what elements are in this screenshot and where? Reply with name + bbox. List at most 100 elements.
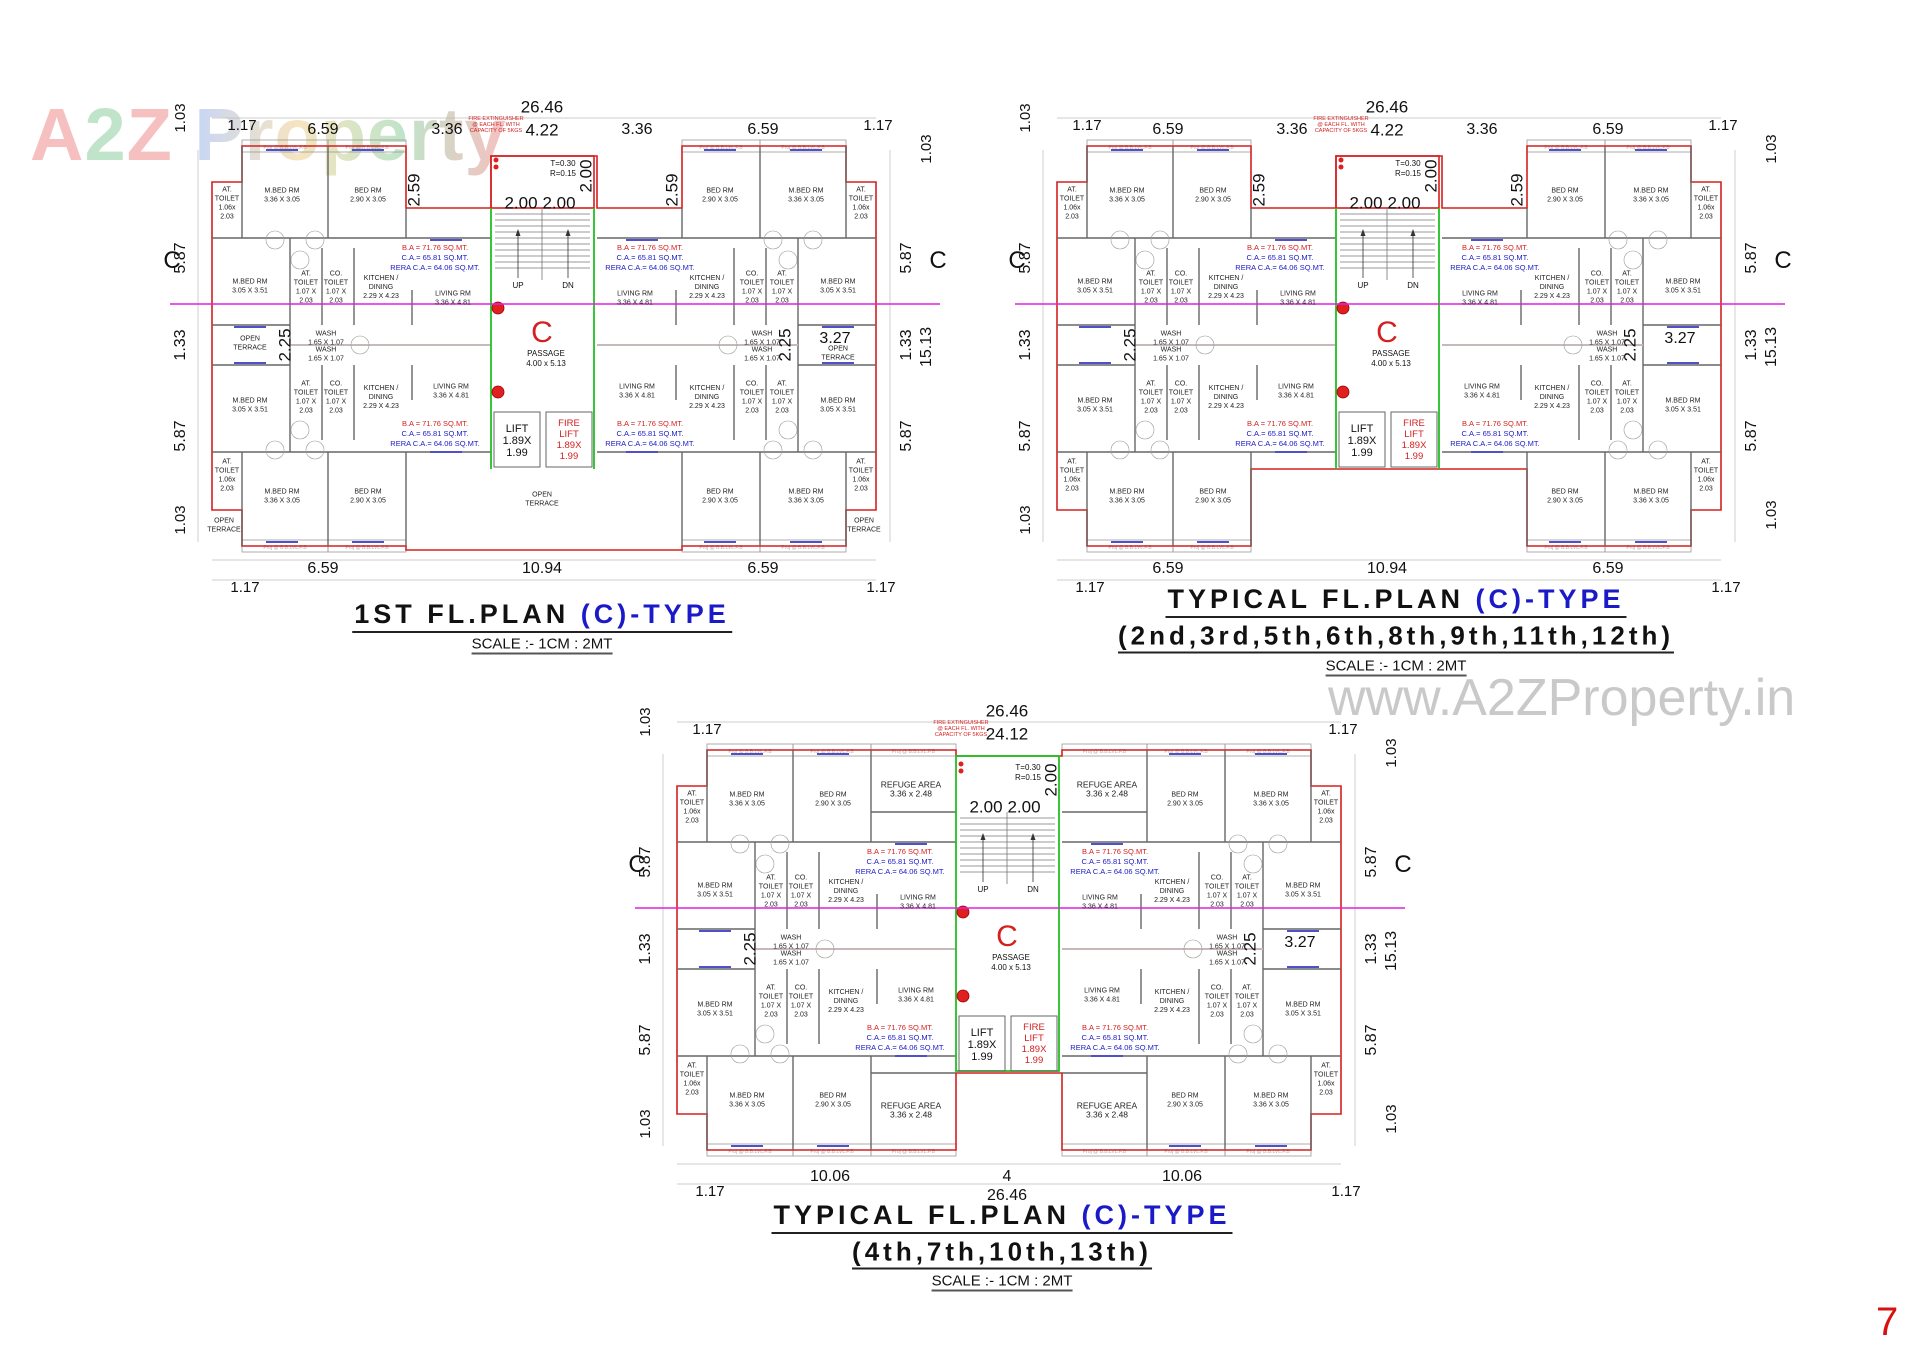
room-label-ll-cotoilet: TOILET <box>1169 390 1194 397</box>
room-label-lr-attoilet: TOILET <box>1235 994 1260 1001</box>
a2z-property-watermark-logo: A2Z Property <box>30 92 507 177</box>
projection-label: Proj @ B.B.LVL.F.B <box>728 749 772 755</box>
room-label-tr-mbed: M.BED RM <box>1254 792 1289 799</box>
carpet-area: C.A.= 65.81 SQ.MT. <box>867 857 934 866</box>
stair-tread-label: T=0.30 <box>1015 763 1041 772</box>
room-label-ur-mbed: M.BED RM <box>821 279 856 286</box>
dimension-right-103-b: 1.03 <box>1763 500 1780 529</box>
projection-label: Proj @ B.B.LVL.F.B <box>781 545 825 551</box>
projection-label: Proj @ B.B.LVL.F.B <box>1108 545 1152 551</box>
door-swing <box>1150 230 1170 250</box>
room-label-ul-living: 3.36 X 4.81 <box>435 300 471 307</box>
fire-lift-label: 1.89X <box>557 440 582 451</box>
dimension-right-total: 15.13 <box>918 327 935 367</box>
plan-scale-first-floor: SCALE :- 1CM : 2MT <box>471 635 613 655</box>
rera-carpet-area: RERA C.A.= 64.06 SQ.MT. <box>390 439 479 448</box>
room-label-ll-cotoilet: TOILET <box>324 390 349 397</box>
room-label-lr-living: 3.36 X 4.81 <box>1464 393 1500 400</box>
room-label-ur-attoilet: 1.07 X <box>1617 289 1638 296</box>
projection-label: Proj @ B.B.LVL.F.B <box>728 1149 772 1155</box>
room-label-tl-mbed: M.BED RM <box>265 188 300 195</box>
room-label-br-toilet: 1.06x <box>852 477 870 484</box>
lift-label: 1.89X <box>503 435 532 447</box>
room-label-bl-toilet: AT. <box>687 1063 697 1070</box>
dimension-left-103-b: 1.03 <box>637 1109 654 1138</box>
room-label-lr-kitchen: DINING <box>695 394 720 401</box>
room-label-ul-kitchen: KITCHEN / <box>1209 275 1244 282</box>
carpet-area: C.A.= 65.81 SQ.MT. <box>1462 429 1529 438</box>
fire-extinguisher-icon <box>1336 385 1350 399</box>
carpet-area: C.A.= 65.81 SQ.MT. <box>617 429 684 438</box>
stair-down-label: DN <box>1027 885 1039 894</box>
projection-label: Proj @ B.B.LVL.F.B <box>1083 1149 1127 1155</box>
room-label-ul-cotoilet: 2.03 <box>1174 298 1188 305</box>
room-label-ll-cotoilet: TOILET <box>789 994 814 1001</box>
door-swing <box>755 1024 775 1044</box>
room-label-ml-wash2: WASH <box>316 347 337 354</box>
room-label-tr-refuge: 3.36 x 2.48 <box>1086 789 1128 799</box>
room-label-ll-living: 3.36 X 4.81 <box>433 393 469 400</box>
outer-wall-right <box>1009 749 1342 1151</box>
room-label-tr-toilet: 2.03 <box>1319 818 1333 825</box>
room-label-ml-wash1: 1.65 X 1.07 <box>1153 340 1189 347</box>
dimension-top-117-r: 1.17 <box>1708 117 1737 134</box>
door-swing <box>1268 1044 1288 1064</box>
dimension-top-336-l: 3.36 <box>431 121 462 138</box>
door-swing <box>1243 854 1263 874</box>
room-label-ul-attoilet: AT. <box>766 875 776 882</box>
room-label-bl-bed: BED RM <box>354 489 381 496</box>
door-swing <box>1648 440 1668 460</box>
room-label-ll-attoilet: TOILET <box>1139 390 1164 397</box>
dimension-right-103-t: 1.03 <box>1383 738 1400 767</box>
room-label-ul-mbed: M.BED RM <box>233 279 268 286</box>
dimension-stair-h: 2.00 <box>1041 763 1060 796</box>
built-up-area: B.A = 71.76 SQ.MT. <box>867 847 933 856</box>
lift-label: 1.99 <box>1351 447 1372 459</box>
door-swing <box>763 440 783 460</box>
passage-label: PASSAGE <box>992 953 1030 962</box>
room-label-lr-kitchen: 2.29 X 4.23 <box>689 403 725 410</box>
room-label-lr-attoilet: 2.03 <box>775 408 789 415</box>
room-label-lr-mbed: M.BED RM <box>1286 1002 1321 1009</box>
room-label-tr-toilet: TOILET <box>1694 196 1719 203</box>
title-type: (C)-TYPE <box>580 599 730 629</box>
plan-subtitle-typical-a: (2nd,3rd,5th,6th,8th,9th,11th,12th) <box>1117 621 1675 654</box>
fire-extinguisher-note: @ EACH FL. WITH <box>1317 122 1364 128</box>
core-letter: C <box>996 920 1018 953</box>
logo-letter-2: 2 <box>84 93 127 176</box>
built-up-area: B.A = 71.76 SQ.MT. <box>402 243 468 252</box>
room-label-bl-bed: 2.90 X 3.05 <box>350 498 386 505</box>
fire-extinguisher-icon <box>491 385 505 399</box>
dimension-bot-c3: 4 <box>1003 1168 1012 1185</box>
dimension-right-587-t: 5.87 <box>898 242 915 273</box>
rera-carpet-area: RERA C.A.= 64.06 SQ.MT. <box>390 263 479 272</box>
dimension-stair-h: 2.00 <box>576 159 595 192</box>
room-label-ur-kitchen: KITCHEN / <box>1535 275 1570 282</box>
room-label-ur-kitchen: 2.29 X 4.23 <box>1154 897 1190 904</box>
carpet-area: C.A.= 65.81 SQ.MT. <box>1247 429 1314 438</box>
room-label-ll-attoilet: 2.03 <box>299 408 313 415</box>
room-label-lr-attoilet: 1.07 X <box>1237 1003 1258 1010</box>
room-label-ur-mbed: 3.05 X 3.51 <box>1285 892 1321 899</box>
fire-extinguisher-note: CAPACITY OF 5KGS <box>470 128 523 134</box>
room-label-br-toilet: AT. <box>1701 459 1711 466</box>
room-label-ll-mbed: M.BED RM <box>233 398 268 405</box>
built-up-area: B.A = 71.76 SQ.MT. <box>1082 1023 1148 1032</box>
room-label-ur-cotoilet: TOILET <box>740 280 765 287</box>
dimension-bot-total: 26.46 <box>987 1187 1027 1204</box>
room-label-br-toilet: TOILET <box>849 468 874 475</box>
room-label-br-bed: 2.90 X 3.05 <box>1547 498 1583 505</box>
room-label-br-toilet: 1.06x <box>1697 477 1715 484</box>
room-label-ul-kitchen: DINING <box>1214 284 1239 291</box>
fire-extinguisher-icon <box>491 301 505 315</box>
room-label-ll-cotoilet: 2.03 <box>1174 408 1188 415</box>
room-label-tr-toilet: 2.03 <box>1699 214 1713 221</box>
dimension-d225-l: 2.25 <box>1120 328 1139 361</box>
room-label-ur-attoilet: AT. <box>1622 271 1632 278</box>
fire-lift-label: 1.99 <box>560 451 579 462</box>
section-marker-left: C <box>163 247 180 274</box>
room-label-ur-cotoilet: CO. <box>1211 875 1224 882</box>
room-label-bl-mbed: M.BED RM <box>730 1093 765 1100</box>
room-label-ur-living: LIVING RM <box>1462 291 1498 298</box>
